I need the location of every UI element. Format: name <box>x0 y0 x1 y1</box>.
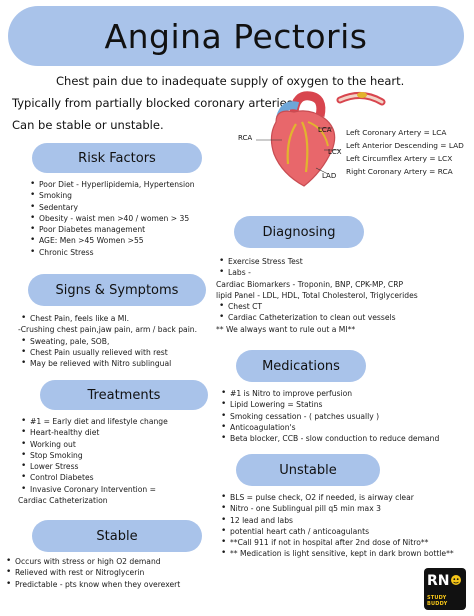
list-item: -Crushing chest pain,jaw pain, arm / bac… <box>18 325 198 335</box>
risk-factors-heading-text: Risk Factors <box>78 150 156 166</box>
list-item: 12 lead and labs <box>218 515 454 527</box>
treatments-heading-text: Treatments <box>87 387 161 403</box>
page-title: Angina Pectoris <box>104 16 368 56</box>
unstable-list: BLS = pulse check, O2 if needed, is airw… <box>218 492 454 560</box>
unstable-heading: Unstable <box>236 454 380 486</box>
list-item: Invasive Coronary Intervention = <box>18 484 168 496</box>
list-item: Poor Diabetes management <box>30 224 195 236</box>
list-item: Cardiac Catheterization <box>18 496 108 506</box>
medications-heading: Medications <box>236 350 366 382</box>
list-item: Beta blocker, CCB - slow conduction to r… <box>218 433 439 445</box>
logo-sub-text: STUDY BUDDY <box>427 595 448 607</box>
signs-symptoms-heading: Signs & Symptoms <box>28 274 206 306</box>
unstable-heading-text: Unstable <box>279 462 337 478</box>
medications-list: #1 is Nitro to improve perfusion Lipid L… <box>218 388 439 445</box>
risk-factors-heading: Risk Factors <box>32 143 202 173</box>
list-item: Smoking <box>30 190 195 202</box>
list-item: Lower Stress <box>18 461 168 473</box>
medications-heading-text: Medications <box>262 358 340 374</box>
list-item: Predictable - pts know when they overexe… <box>6 579 180 591</box>
list-item: Working out <box>18 439 168 451</box>
intro-line-1: Chest pain due to inadequate supply of o… <box>56 74 405 88</box>
title-banner: Angina Pectoris <box>8 6 464 66</box>
treatments-list: #1 = Early diet and lifestyle change Hea… <box>18 416 168 506</box>
list-item: Poor Diet - Hyperlipidemia, Hypertension <box>30 179 195 191</box>
stable-list: Occurs with stress or high O2 demand Rel… <box>6 556 180 590</box>
list-item: lipid Panel - LDL, HDL, Total Cholestero… <box>216 290 418 300</box>
character-icon <box>451 575 461 585</box>
list-item: Obesity - waist men >40 / women > 35 <box>30 213 195 225</box>
list-item: #1 = Early diet and lifestyle change <box>18 416 168 428</box>
signs-symptoms-list: Chest Pain, feels like a MI. -Crushing c… <box>18 313 198 370</box>
heart-icon <box>256 91 386 187</box>
logo-main-text: RN <box>427 573 450 589</box>
list-item: Nitro - one Sublingual pill q5 min max 3 <box>218 503 454 515</box>
list-item: Sedentary <box>30 202 195 214</box>
list-item: ** We always want to rule out a MI** <box>216 324 356 334</box>
heart-illustration: RCA LCA LCX LAD <box>236 88 472 192</box>
label-lcx: LCX <box>328 148 342 156</box>
list-item: BLS = pulse check, O2 if needed, is airw… <box>218 492 454 504</box>
list-item: Exercise Stress Test <box>216 256 418 268</box>
list-item: Heart-healthy diet <box>18 427 168 439</box>
list-item: Relieved with rest or Nitroglycerin <box>6 567 180 579</box>
list-item: Lipid Lowering = Statins <box>218 399 439 411</box>
label-lad: LAD <box>322 172 337 180</box>
intro-line-2: Typically from partially blocked coronar… <box>12 96 297 110</box>
list-item: Cardiac Catheterization to clean out ves… <box>216 312 418 324</box>
intro-line-3: Can be stable or unstable. <box>12 118 164 132</box>
list-item: AGE: Men >45 Women >55 <box>30 235 195 247</box>
list-item: Chest CT <box>216 301 418 313</box>
artery-cross-section-icon <box>336 92 386 106</box>
list-item: Anticoagulation's <box>218 422 439 434</box>
list-item: ** Medication is light sensitive, kept i… <box>218 548 454 560</box>
legend-lad: Left Anterior Descending = LAD <box>346 141 464 150</box>
diagnosing-heading-text: Diagnosing <box>262 224 336 240</box>
list-item: Stop Smoking <box>18 450 168 462</box>
list-item: **Call 911 if not in hospital after 2nd … <box>218 537 454 549</box>
list-item: Labs - <box>216 267 418 279</box>
list-item: Smoking cessation - ( patches usually ) <box>218 411 439 423</box>
treatments-heading: Treatments <box>40 380 208 410</box>
label-rca: RCA <box>238 134 253 142</box>
legend-lcx: Left Circumflex Artery = LCX <box>346 154 453 163</box>
diagnosing-list: Exercise Stress Test Labs - Cardiac Biom… <box>216 256 418 335</box>
risk-factors-list: Poor Diet - Hyperlipidemia, Hypertension… <box>30 179 195 258</box>
list-item: Control Diabetes <box>18 472 168 484</box>
stable-heading-text: Stable <box>96 528 138 544</box>
list-item: potential heart cath / anticoagulants <box>218 526 454 538</box>
list-item: Sweating, pale, SOB, <box>18 336 197 348</box>
list-item: Occurs with stress or high O2 demand <box>6 556 180 568</box>
list-item: Cardiac Biomarkers - Troponin, BNP, CPK-… <box>216 279 404 289</box>
label-lca: LCA <box>318 126 332 134</box>
list-item: Chest Pain usually relieved with rest <box>18 347 197 359</box>
diagnosing-heading: Diagnosing <box>234 216 364 248</box>
artery-legend: Left Coronary Artery = LCA Left Anterior… <box>346 126 464 178</box>
list-item: #1 is Nitro to improve perfusion <box>218 388 439 400</box>
legend-lca: Left Coronary Artery = LCA <box>346 128 447 137</box>
stable-heading: Stable <box>32 520 202 552</box>
rn-study-buddy-logo: RN STUDY BUDDY <box>424 568 466 610</box>
legend-rca: Right Coronary Artery = RCA <box>346 167 453 176</box>
list-item: Chronic Stress <box>30 247 195 259</box>
list-item: Chest Pain, feels like a MI. <box>18 313 197 325</box>
signs-symptoms-heading-text: Signs & Symptoms <box>55 282 179 298</box>
list-item: May be relieved with Nitro sublingual <box>18 358 197 370</box>
